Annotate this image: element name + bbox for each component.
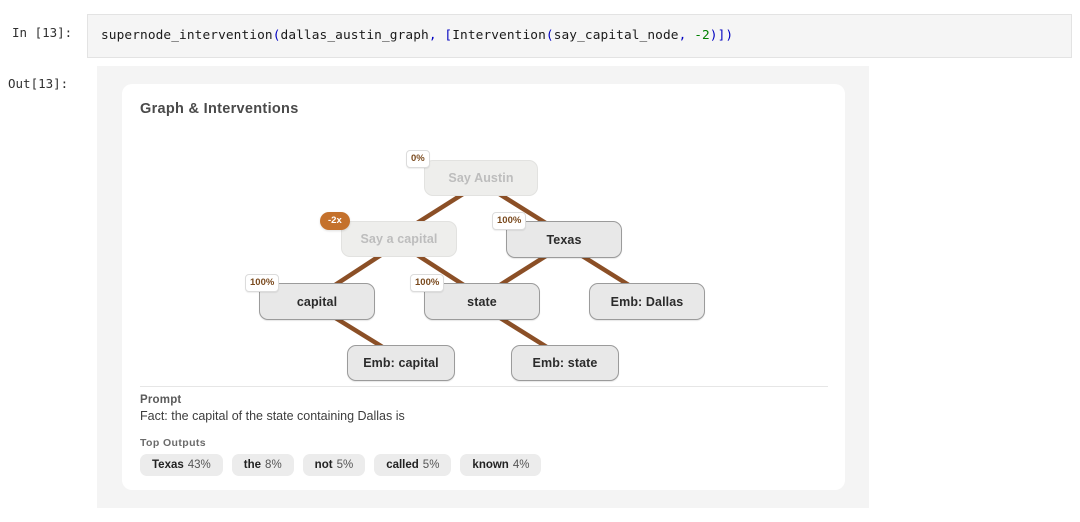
code-token-arg2: say_capital_node — [553, 28, 679, 43]
code-token-class: Intervention — [452, 28, 546, 43]
code-token-open-paren2: ( — [545, 28, 554, 43]
graph-edge — [581, 254, 630, 287]
activation-badge-texas[interactable]: 100% — [492, 212, 527, 230]
graph-edge — [499, 316, 548, 349]
card-title: Graph & Interventions — [140, 101, 299, 117]
graph-edge — [498, 192, 547, 225]
prompt-section-label: Prompt — [140, 394, 182, 406]
graph-node-label: Texas — [546, 232, 582, 247]
graph-node-say-austin[interactable]: Say Austin — [424, 160, 538, 196]
section-divider — [140, 386, 828, 387]
code-input-cell[interactable] — [87, 14, 1072, 58]
graph-node-label: Emb: Dallas — [610, 294, 684, 309]
top-output-probability: 43% — [187, 459, 211, 471]
code-token-comma2: , — [678, 28, 695, 43]
graph-edge — [415, 192, 465, 225]
top-output-probability: 4% — [512, 459, 530, 471]
code-token-open-bracket: [ — [444, 28, 453, 43]
code-token-arg1: dallas_austin_graph — [280, 28, 429, 43]
graph-edge — [498, 254, 548, 287]
code-token-number: -2 — [694, 28, 710, 43]
input-cell-prompt-label: In [13]: — [12, 25, 73, 40]
top-output-token: known — [472, 459, 509, 471]
top-output-token: Texas — [152, 459, 184, 471]
top-output-probability: 8% — [265, 459, 282, 471]
graph-node-emb-state[interactable]: Emb: state — [511, 345, 619, 381]
graph-node-emb-dallas[interactable]: Emb: Dallas — [589, 283, 705, 320]
graph-node-label: Emb: capital — [363, 356, 439, 370]
output-cell-prompt-label: Out[13]: — [8, 76, 69, 91]
graph-node-label: Say Austin — [448, 171, 514, 185]
code-token-comma1: , — [428, 28, 445, 43]
graph-edge — [333, 253, 383, 287]
top-output-probability: 5% — [422, 459, 440, 471]
code-token-function: supernode_intervention — [101, 28, 273, 43]
graph-node-label: state — [467, 294, 497, 309]
top-output-token: called — [386, 459, 419, 471]
activation-badge-capital[interactable]: 100% — [245, 274, 280, 292]
top-outputs-label: Top Outputs — [140, 437, 207, 449]
intervention-badge-say-a-capital[interactable]: -2x — [320, 212, 350, 230]
activation-badge-state[interactable]: 100% — [410, 274, 445, 292]
code-token-open-paren: ( — [272, 28, 281, 43]
graph-node-label: Say a capital — [360, 232, 438, 246]
code-input-text[interactable]: supernode_intervention(dallas_austin_gra… — [101, 28, 733, 43]
graph-edge — [334, 316, 384, 349]
graph-edge — [416, 253, 465, 287]
graph-node-label: capital — [296, 294, 338, 309]
top-output-token: the — [243, 459, 262, 471]
graph-node-texas[interactable]: Texas — [506, 221, 622, 258]
top-output-token: not — [314, 459, 333, 471]
activation-badge-say-austin[interactable]: 0% — [406, 150, 430, 168]
graph-node-label: Emb: state — [532, 356, 598, 370]
top-output-probability: 5% — [336, 459, 354, 471]
graph-edges — [333, 192, 630, 349]
prompt-text: Fact: the capital of the state containin… — [140, 409, 405, 423]
graph-node-emb-capital[interactable]: Emb: capital — [347, 345, 455, 381]
graph-node-say-a-capital[interactable]: Say a capital — [341, 221, 457, 257]
code-token-close: )]) — [709, 28, 734, 43]
